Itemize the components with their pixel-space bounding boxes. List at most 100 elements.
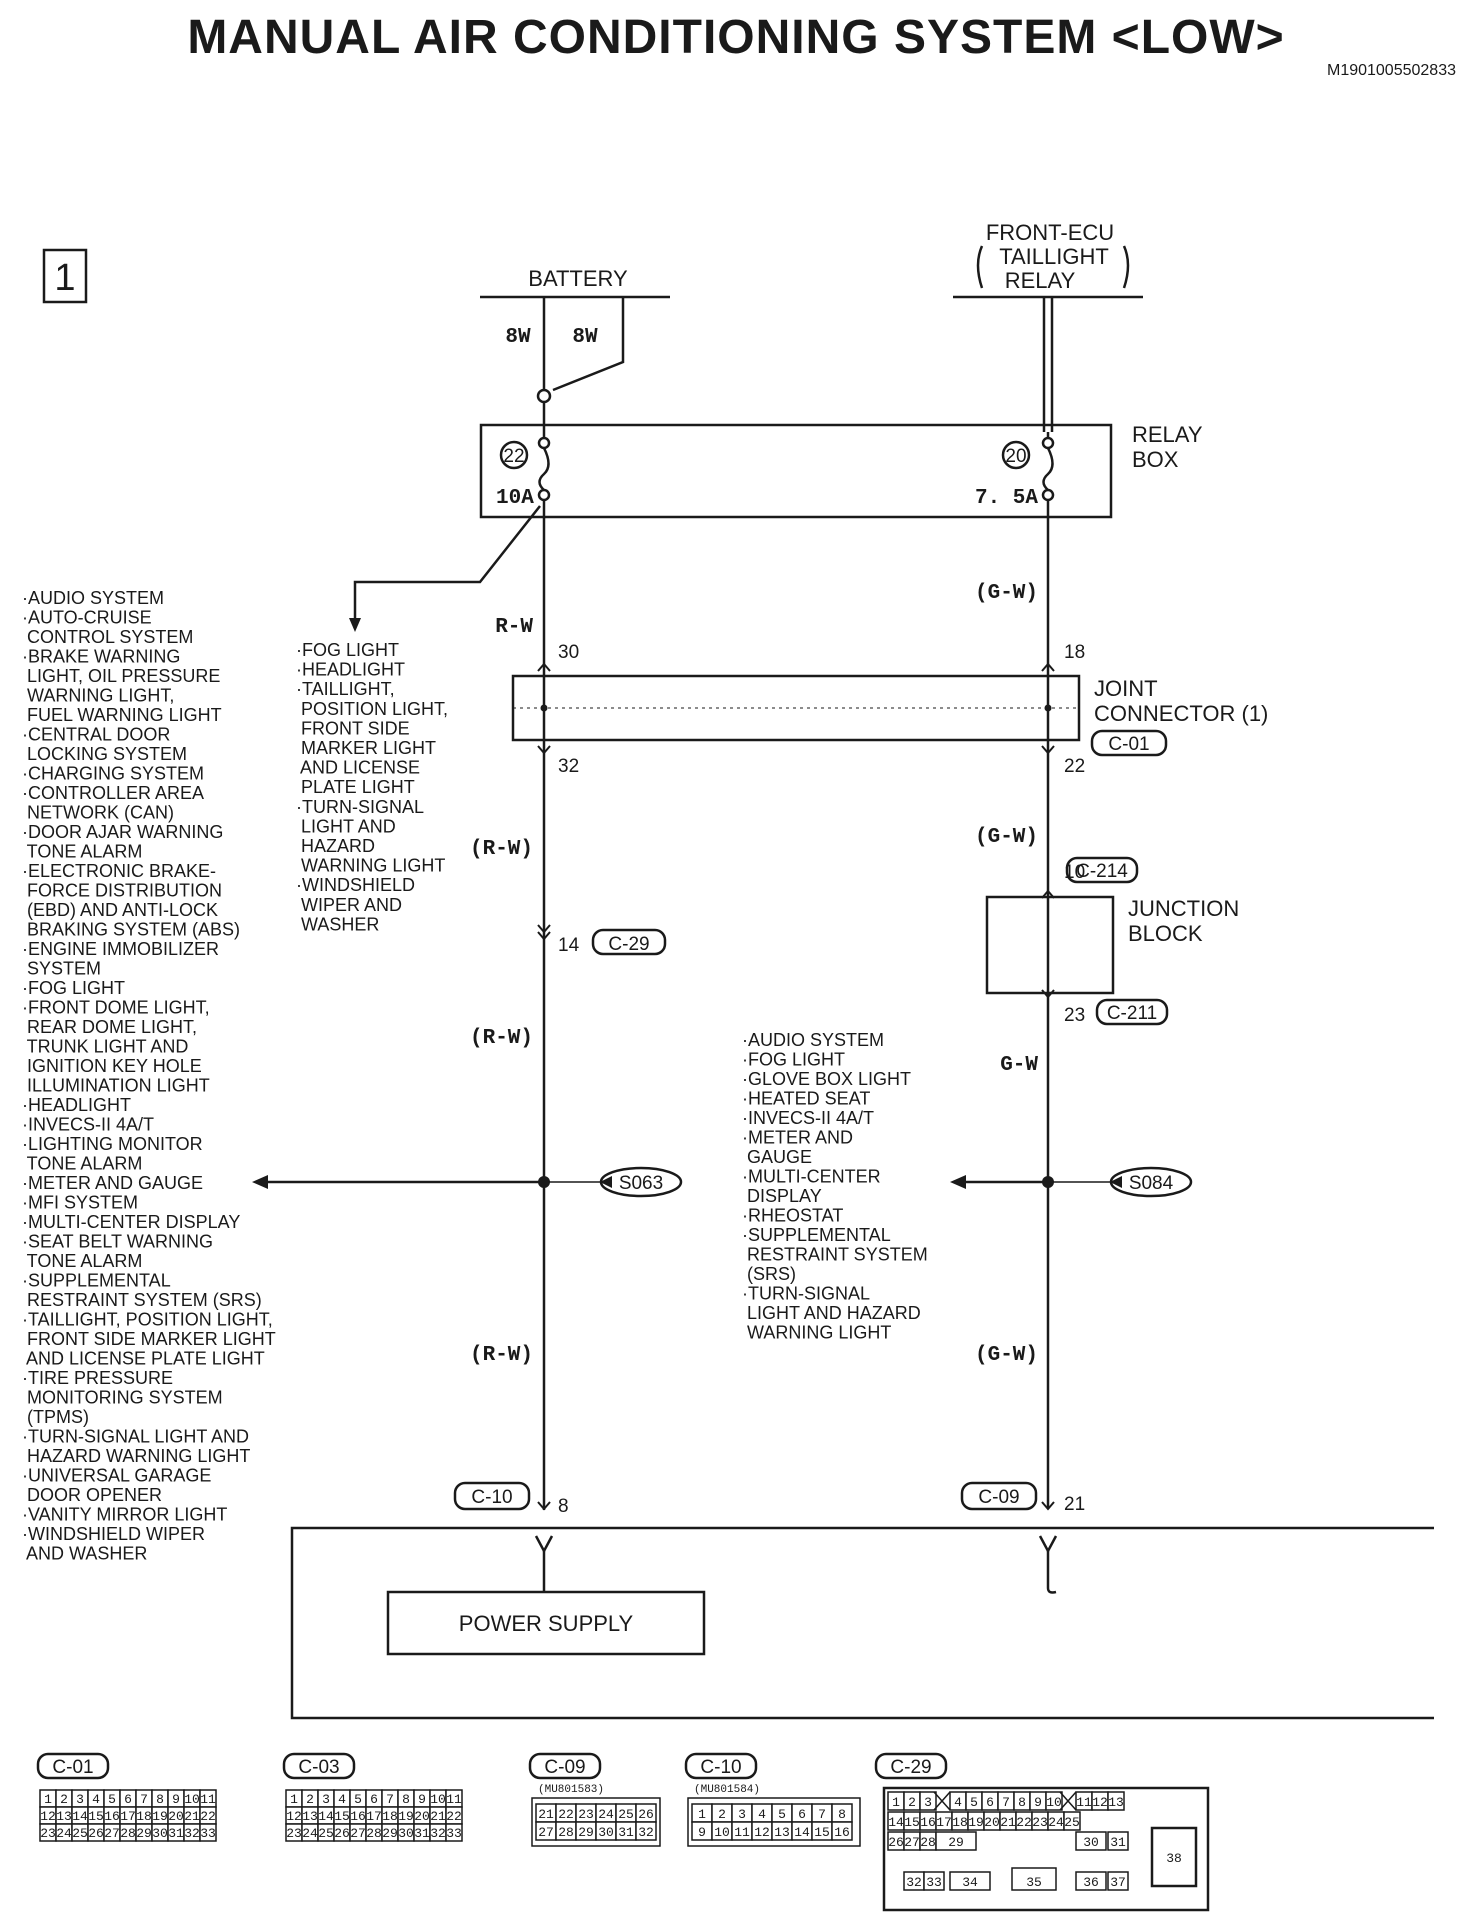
cv-c29-pin: 6 <box>986 1795 994 1810</box>
system-list-item: ·HEADLIGHT <box>22 1095 131 1115</box>
s084-node <box>1042 1176 1054 1188</box>
cv-c03-pin: 29 <box>382 1826 398 1841</box>
system-list-item: MARKER LIGHT <box>296 738 436 758</box>
conn-c214-tag <box>1065 856 1139 884</box>
front-ecu-relay-word: RELAY <box>1005 268 1076 293</box>
system-list-item: ·FRONT DOME LIGHT, <box>22 998 210 1018</box>
cv-c03-pin: 16 <box>350 1809 366 1824</box>
cv-c01-pin: 16 <box>104 1809 120 1824</box>
wire-gw-1: (G-W) <box>975 582 1038 605</box>
cv-c01-pin: 15 <box>88 1809 104 1824</box>
cv-c03-pin: 5 <box>354 1792 362 1807</box>
front-ecu-paren-left <box>976 245 984 289</box>
cv-c29-pin: 1 <box>892 1795 900 1810</box>
cv-c10-pin: 5 <box>778 1807 786 1822</box>
cv-c03-pin: 30 <box>398 1826 414 1841</box>
joint-connector-conn: C-01 <box>1108 734 1149 755</box>
pin10-chevron <box>1041 889 1055 899</box>
cv-c29-pin: 34 <box>962 1875 978 1890</box>
fuse20-element <box>1042 447 1054 491</box>
cv-c03-pin: 17 <box>366 1809 382 1824</box>
wire-rw-1: R-W <box>495 616 533 639</box>
cv-c29-pin: 21 <box>1000 1815 1016 1830</box>
document-id: M1901005502833 <box>1326 62 1456 79</box>
cv-c29-pin: 24 <box>1048 1815 1064 1830</box>
cv-c03-cell <box>445 1823 463 1842</box>
cv-c01-pin: 27 <box>104 1826 120 1841</box>
pin22-chevron <box>1041 745 1055 755</box>
cv-c01-pin: 18 <box>136 1809 152 1824</box>
system-list-item: ·UNIVERSAL GARAGE <box>22 1466 211 1486</box>
cv-c01-pin: 26 <box>88 1826 104 1841</box>
pin14-chevron-a <box>537 924 551 934</box>
cv-c29-pin: 30 <box>1083 1835 1099 1850</box>
c09-wire-stub <box>1046 1551 1057 1594</box>
cv-c01-pin: 29 <box>136 1826 152 1841</box>
system-list-item: HAZARD <box>296 836 375 856</box>
pin30-chevron <box>537 662 551 672</box>
joint-node-left <box>540 704 548 712</box>
cv-c10-pin: 14 <box>794 1825 810 1840</box>
cv-c01-pin: 8 <box>156 1792 164 1807</box>
cv-c09-pin: 31 <box>618 1825 634 1840</box>
fuse22-number-circle <box>499 440 529 470</box>
system-list-item: ILLUMINATION LIGHT <box>22 1076 210 1096</box>
system-list-item: ·AUDIO SYSTEM <box>22 588 164 608</box>
cv-c03-pin: 24 <box>302 1826 318 1841</box>
system-list-item: ·BRAKE WARNING <box>22 647 180 667</box>
cv-c10-pin: 6 <box>798 1807 806 1822</box>
cv-c03-pin: 22 <box>446 1809 462 1824</box>
pin8-chevron <box>537 1501 551 1511</box>
splice-s084: S084 <box>1129 1173 1174 1194</box>
system-list-item: NETWORK (CAN) <box>22 803 174 823</box>
cv-c03-pin: 10 <box>430 1792 446 1807</box>
front-ecu-label: FRONT-ECU <box>986 220 1114 245</box>
cv-c03-pin: 25 <box>318 1826 334 1841</box>
system-list-item: FORCE DISTRIBUTION <box>22 881 222 901</box>
fuse20-number-circle <box>1001 440 1031 470</box>
cv-c01-pin: 10 <box>184 1792 200 1807</box>
s063-system-list: ·AUDIO SYSTEM·AUTO-CRUISE CONTROL SYSTEM… <box>22 588 276 1564</box>
system-list-item: ·LIGHTING MONITOR <box>22 1134 203 1154</box>
system-list-item: ·CHARGING SYSTEM <box>22 764 204 784</box>
fuse20-rating: 7. 5A <box>975 487 1038 510</box>
conn-c211: C-211 <box>1107 1003 1157 1024</box>
cv-c03-pin: 7 <box>386 1792 394 1807</box>
system-list-item: ·CENTRAL DOOR <box>22 725 170 745</box>
wire-gw-4: (G-W) <box>975 1344 1038 1367</box>
system-list-item: (EBD) AND ANTI-LOCK <box>22 900 218 920</box>
cv-c01-pin: 20 <box>168 1809 184 1824</box>
cv-c10-tag <box>684 1752 758 1780</box>
fuse22-bottom-terminal <box>537 488 551 502</box>
system-list-item: ·AUTO-CRUISE <box>22 608 152 628</box>
cv-c03-pin: 31 <box>414 1826 430 1841</box>
fuse-branch-wire <box>353 505 541 620</box>
cv-c09-pin: 24 <box>598 1807 614 1822</box>
system-list-item: ·AUDIO SYSTEM <box>742 1030 884 1050</box>
system-list-item: WARNING LIGHT <box>742 1323 891 1343</box>
cv-c10-cell <box>831 1821 853 1841</box>
cv-c01-pin: 12 <box>40 1809 56 1824</box>
power-supply-box <box>386 1590 706 1656</box>
system-list-item: ·TURN-SIGNAL <box>296 797 424 817</box>
cv-c10-pin: 15 <box>814 1825 830 1840</box>
wire-gw-3: G-W <box>1000 1054 1038 1077</box>
joint-connector-label-1: JOINT <box>1094 676 1158 701</box>
cv-c10-pin: 4 <box>758 1807 766 1822</box>
wire-rw-4: (R-W) <box>470 1344 533 1367</box>
cv-c09-housing <box>531 1797 661 1847</box>
cv-c03-label: C-03 <box>298 1757 339 1778</box>
cv-c29-pin: 2 <box>908 1795 916 1810</box>
cv-c09-pin: 22 <box>558 1807 574 1822</box>
wire-rw-3: (R-W) <box>470 1027 533 1050</box>
cv-c29-pin: 32 <box>906 1875 922 1890</box>
cv-c10-pin: 13 <box>774 1825 790 1840</box>
cv-c10-pin: 1 <box>698 1807 706 1822</box>
cv-c29-cell <box>1107 1871 1129 1891</box>
pin-14: 14 <box>558 935 580 956</box>
cv-c29-pin: 31 <box>1110 1835 1126 1850</box>
cv-c29-cell <box>1011 1867 1057 1891</box>
cv-c01-pin: 5 <box>108 1792 116 1807</box>
system-list-item: ·ELECTRONIC BRAKE- <box>22 861 216 881</box>
pin-22: 22 <box>1064 756 1085 777</box>
